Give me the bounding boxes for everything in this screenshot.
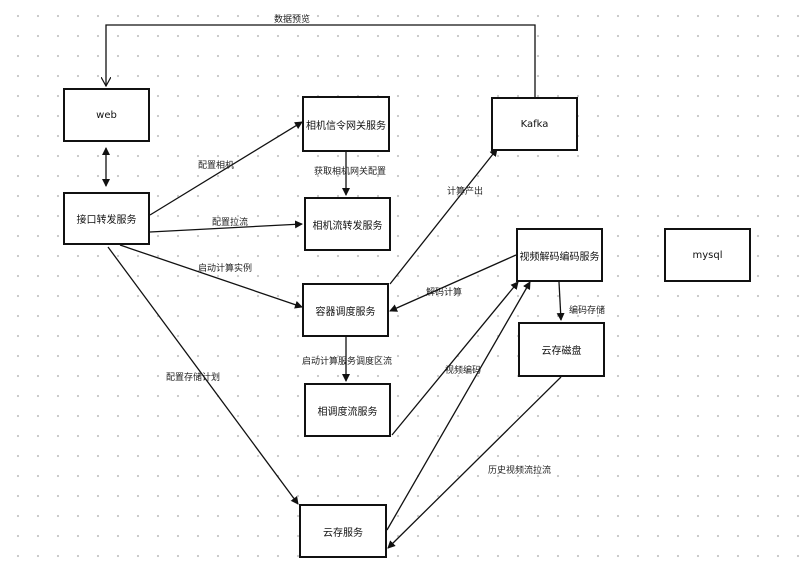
node-container-scheduler[interactable]: 容器调度服务 — [302, 283, 389, 337]
edge-encode-storage — [556, 281, 565, 321]
label-config-pull: 配置拉流 — [212, 218, 249, 228]
label-data-preview: 数据预览 — [274, 15, 311, 25]
label-start-compute-instance: 启动计算实例 — [198, 264, 253, 274]
label-video-encode: 视频编码 — [445, 366, 482, 376]
edge-video-encode — [391, 281, 519, 436]
edge-start-compute-instance — [119, 244, 303, 309]
edge-config-camera — [149, 121, 303, 216]
node-mysql[interactable]: mysql — [664, 228, 751, 282]
edge-data-preview — [106, 24, 536, 97]
node-camera-stream-forward[interactable]: 相机流转发服务 — [304, 197, 391, 251]
label-start-compute-schedule: 启动计算服务调度区流 — [302, 357, 393, 367]
node-camera-signal-gateway[interactable]: 相机信令网关服务 — [302, 96, 390, 152]
label-config-storage-plan: 配置存储计划 — [166, 373, 221, 383]
node-cloud-storage-service[interactable]: 云存服务 — [299, 504, 387, 558]
edge-config-storage-plan — [107, 246, 299, 505]
label-get-gateway-config: 获取相机网关配置 — [314, 167, 387, 177]
node-kafka[interactable]: Kafka — [491, 97, 578, 151]
edge-compute-output — [389, 148, 498, 285]
edge-cloud-to-codec — [386, 281, 531, 531]
label-encode-storage: 编码存储 — [569, 306, 606, 316]
node-scheduled-stream-service[interactable]: 相调度流服务 — [304, 383, 391, 437]
label-config-camera: 配置相机 — [198, 161, 235, 171]
node-cloud-disk[interactable]: 云存磁盘 — [518, 322, 605, 377]
label-decode-compute: 解码计算 — [426, 288, 463, 298]
node-video-codec-service[interactable]: 视频解码编码服务 — [516, 228, 603, 282]
node-web[interactable]: web — [63, 88, 150, 142]
edge-history-stream-pull — [387, 376, 562, 549]
label-history-stream-pull: 历史视频流拉流 — [488, 466, 552, 476]
edge-config-pull — [149, 220, 303, 233]
node-gateway-forward-service[interactable]: 接口转发服务 — [63, 192, 150, 245]
edge-decode-compute — [389, 254, 517, 312]
label-compute-output: 计算产出 — [447, 187, 484, 197]
